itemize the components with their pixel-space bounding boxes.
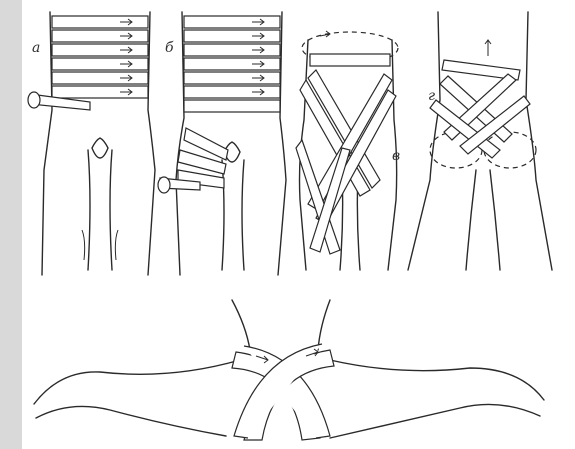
panel-label-b: б: [165, 40, 174, 56]
panel-b-figure: [158, 12, 286, 275]
panel-b-bandage-turns: [158, 16, 280, 193]
bottom-crossed-bandage: [232, 344, 334, 440]
panel-v-figure: [296, 31, 398, 270]
panel-g-figure: [408, 12, 552, 270]
panel-label-v: в: [392, 148, 400, 164]
panel-v-bandage-turns: [296, 54, 396, 254]
panel-a-bandage-turns: [28, 16, 148, 110]
bottom-shoulder-figure: [34, 300, 544, 440]
panel-a-figure: [28, 12, 155, 275]
panel-g-bandage-turns: [430, 40, 530, 158]
panel-label-g: г: [428, 88, 435, 104]
panel-label-a: а: [32, 40, 40, 56]
